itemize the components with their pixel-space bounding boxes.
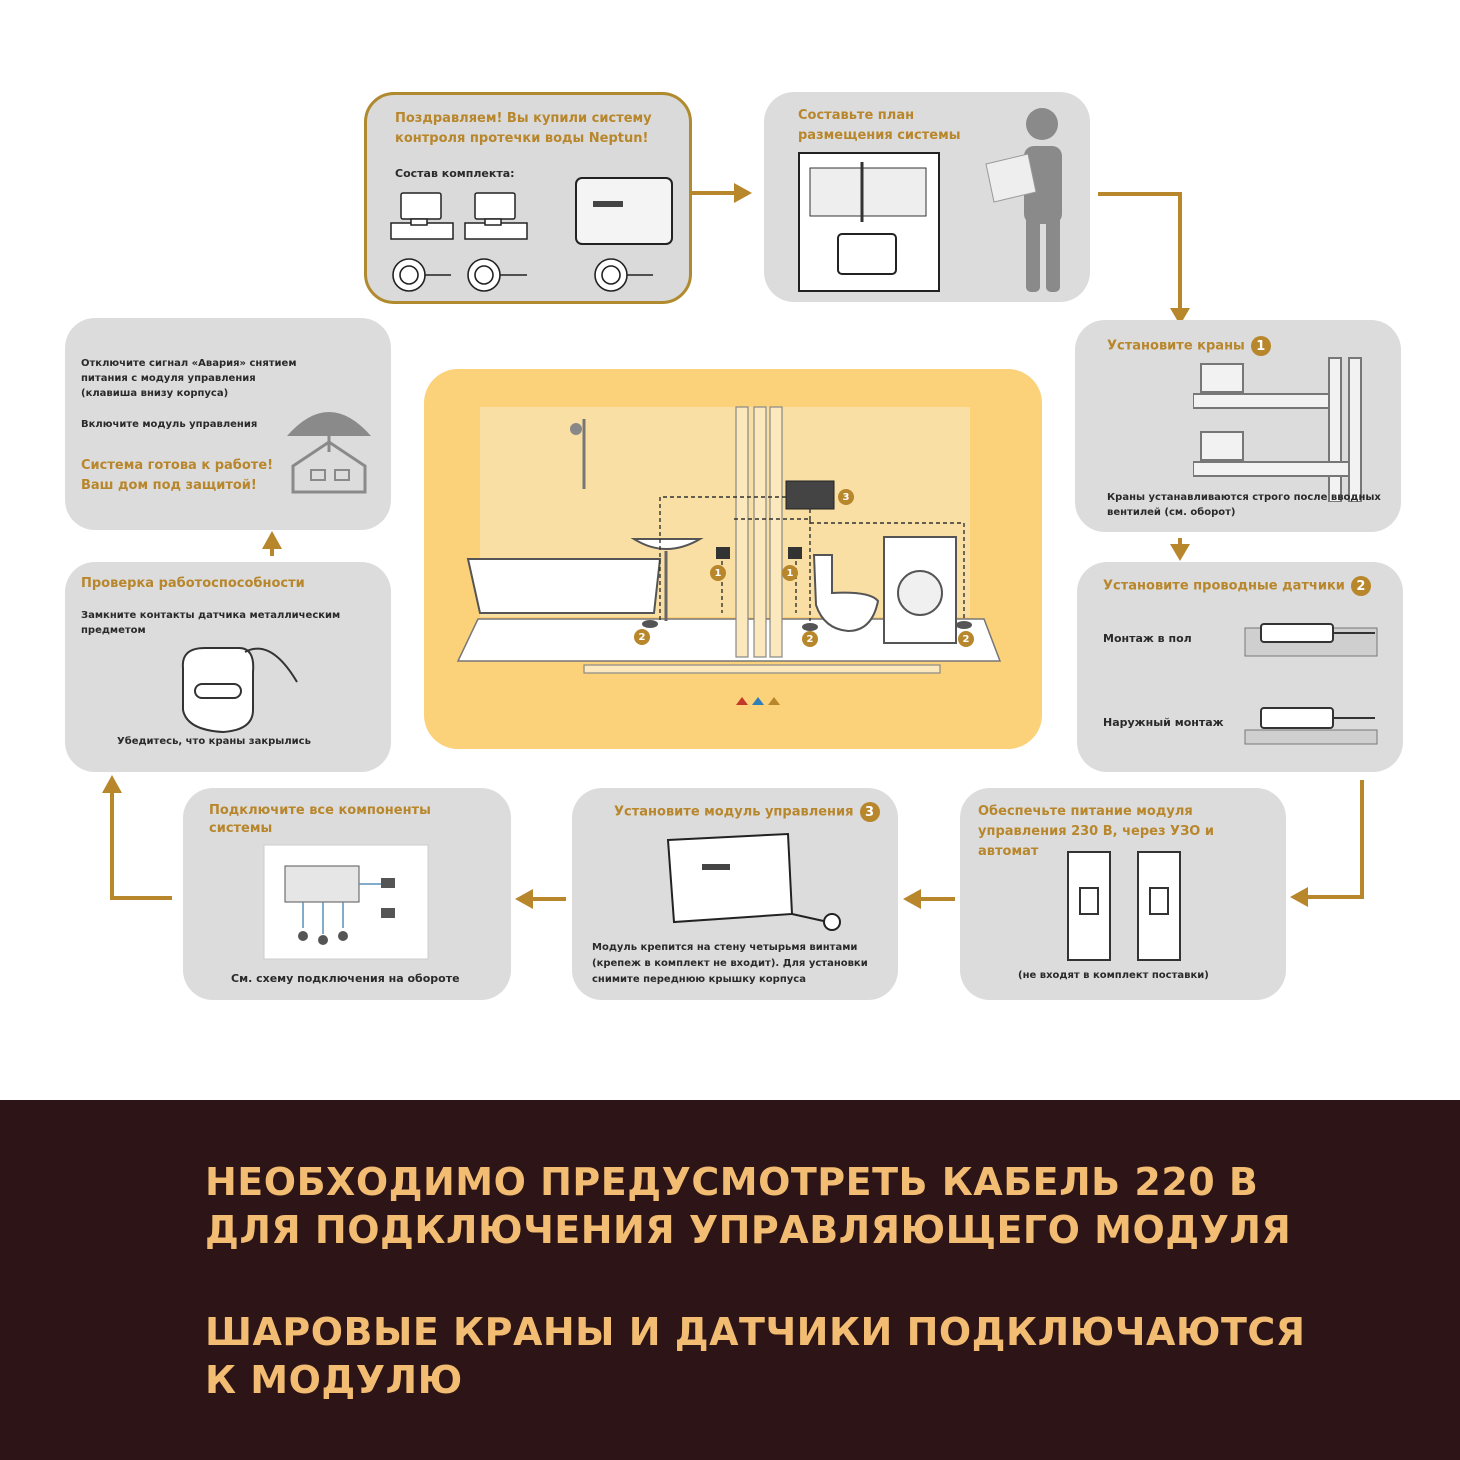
circuit-breakers-icon bbox=[1067, 851, 1181, 961]
module-install-icon bbox=[666, 832, 841, 931]
control-module-icon bbox=[575, 177, 673, 245]
center-module-badge: 3 bbox=[838, 489, 854, 505]
step2-title: Составьте план размещения системы bbox=[798, 108, 961, 143]
center-valve-badge-left: 1 bbox=[710, 565, 726, 581]
step6-number-badge: 3 bbox=[859, 802, 880, 822]
bathroom-scheme: 1 1 2 2 2 3 bbox=[424, 369, 1042, 749]
center-sensor-badge-mid: 2 bbox=[802, 631, 818, 647]
arrow-2-3 bbox=[1098, 192, 1182, 312]
step-card-sensors: Установите проводные датчики 2 Монтаж в п… bbox=[1077, 562, 1403, 772]
step8-note: Убедитесь, что краны закрылись bbox=[117, 736, 311, 747]
step5-title: Обеспечьте питание модуля управления 230… bbox=[978, 804, 1214, 859]
person-reading-icon bbox=[985, 108, 1062, 292]
wiring-diagram-icon bbox=[263, 844, 429, 960]
step-card-plan: Составьте план размещения системы bbox=[764, 92, 1090, 302]
step9-ready: Система готова к работе! Ваш дом под защ… bbox=[81, 458, 274, 493]
step6-note: Модуль крепится на стену четырьмя винтам… bbox=[592, 942, 868, 985]
step4-title: Установите проводные датчики 2 bbox=[1103, 576, 1371, 596]
step7-note: См. схему подключения на обороте bbox=[231, 972, 460, 985]
arrow-7-8 bbox=[110, 788, 172, 900]
footer-banner: НЕОБХОДИМО ПРЕДУСМОТРЕТЬ КАБЕЛЬ 220 В ДЛ… bbox=[0, 1100, 1460, 1460]
step4-number-badge: 2 bbox=[1350, 576, 1371, 596]
kit-sensors-icon bbox=[392, 258, 653, 292]
step9-line1: Отключите сигнал «Авария» снятием питани… bbox=[81, 358, 297, 399]
floor-mount-sensor-icon bbox=[1244, 623, 1378, 657]
bathroom-illustration bbox=[456, 406, 1002, 705]
step3-note: Краны устанавливаются строго после вводн… bbox=[1107, 492, 1381, 518]
step4-title-text: Установите проводные датчики bbox=[1103, 578, 1345, 594]
mount-surface-label: Наружный монтаж bbox=[1103, 716, 1224, 729]
step3-title: Установите краны 1 bbox=[1107, 336, 1271, 356]
step-card-module: Установите модуль управления 3 Модуль кре… bbox=[572, 788, 898, 1000]
step8-instruction: Замкните контакты датчика металлическим … bbox=[81, 610, 341, 636]
step-card-purchase: Поздравляем! Вы купили систему контроля … bbox=[364, 92, 692, 304]
step3-number-badge: 1 bbox=[1250, 336, 1271, 356]
center-sensor-badge-left: 2 bbox=[634, 629, 650, 645]
mount-floor-label: Монтаж в пол bbox=[1103, 632, 1192, 645]
sensor-test-icon bbox=[181, 647, 298, 734]
step6-title-text: Установите модуль управления bbox=[614, 804, 854, 820]
step-card-power: Обеспечьте питание модуля управления 230… bbox=[960, 788, 1286, 1000]
arrow-4-5 bbox=[1304, 780, 1364, 899]
flow-arrows bbox=[102, 183, 1364, 909]
footer-line-4: К МОДУЛЮ bbox=[205, 1358, 463, 1402]
step-card-connect: Подключите все компоненты системы См. сх… bbox=[183, 788, 511, 1000]
footer-line-1: НЕОБХОДИМО ПРЕДУСМОТРЕТЬ КАБЕЛЬ 220 В bbox=[205, 1160, 1259, 1204]
valves-on-pipe-icon bbox=[1193, 357, 1362, 502]
step5-note: (не входят в комплект поставки) bbox=[1018, 970, 1209, 981]
footer-line-2: ДЛЯ ПОДКЛЮЧЕНИЯ УПРАВЛЯЮЩЕГО МОДУЛЯ bbox=[205, 1208, 1292, 1252]
step6-title: Установите модуль управления 3 bbox=[614, 802, 880, 822]
kit-label: Состав комплекта: bbox=[395, 167, 515, 180]
step-card-valves: Установите краны 1 Краны устанавливаются … bbox=[1075, 320, 1401, 532]
surface-mount-sensor-icon bbox=[1244, 707, 1378, 745]
step3-title-text: Установите краны bbox=[1107, 338, 1245, 354]
floor-plan-icon bbox=[798, 152, 940, 292]
center-valve-badge-right: 1 bbox=[782, 565, 798, 581]
footer-line-3: ШАРОВЫЕ КРАНЫ И ДАТЧИКИ ПОДКЛЮЧАЮТСЯ bbox=[205, 1310, 1306, 1354]
step1-title: Поздравляем! Вы купили систему контроля … bbox=[395, 111, 652, 146]
house-umbrella-icon bbox=[287, 412, 371, 494]
step8-title: Проверка работоспособности bbox=[81, 576, 305, 591]
step-card-ready: Отключите сигнал «Авария» снятием питани… bbox=[65, 318, 391, 530]
step7-title: Подключите все компоненты системы bbox=[209, 803, 431, 836]
kit-valves-icon bbox=[390, 192, 528, 240]
step9-line2: Включите модуль управления bbox=[81, 419, 258, 430]
step-card-test: Проверка работоспособности Замкните конт… bbox=[65, 562, 391, 772]
center-sensor-badge-right: 2 bbox=[958, 631, 974, 647]
